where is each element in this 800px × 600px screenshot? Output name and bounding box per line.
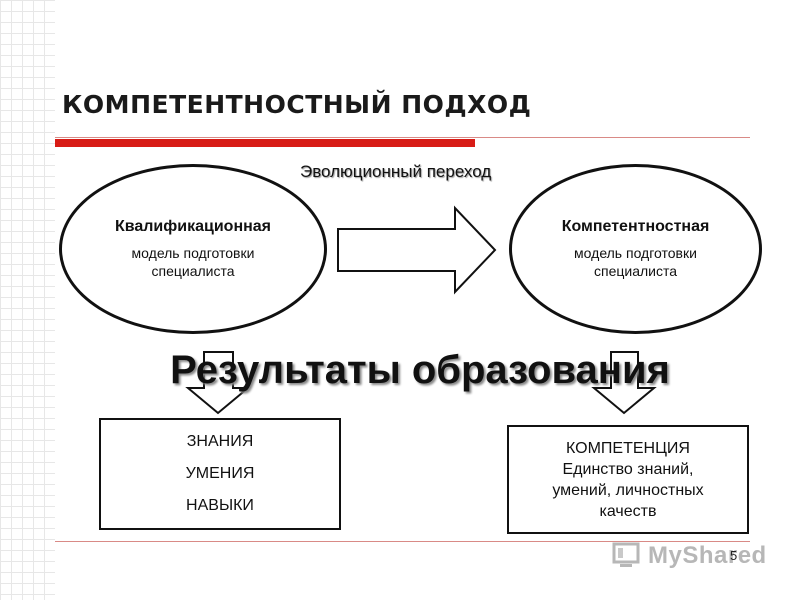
results-heading: Результаты образования xyxy=(170,348,670,392)
logo-text: MyShared xyxy=(648,542,767,569)
left-model-description: модель подготовки специалиста xyxy=(131,245,255,279)
arrow-right-icon xyxy=(337,205,497,295)
title-rule-line xyxy=(55,137,750,138)
left-result-item: ЗНАНИЯ xyxy=(186,433,254,450)
footer-logo[interactable]: MyShared xyxy=(610,540,766,572)
title-accent-bar xyxy=(55,139,475,147)
left-results-box: ЗНАНИЯ УМЕНИЯ НАВЫКИ xyxy=(99,418,341,530)
right-results-box: КОМПЕТЕНЦИЯ Единство знаний, умений, лич… xyxy=(507,425,749,534)
bottom-rule-line xyxy=(55,541,750,542)
left-result-item: УМЕНИЯ xyxy=(185,465,255,482)
arrow-down-icon xyxy=(591,351,657,415)
left-model-ellipse: Квалификационная модель подготовки специ… xyxy=(59,164,327,334)
arrow-down-icon xyxy=(185,351,251,415)
logo-icon xyxy=(612,542,640,567)
right-model-name: Компетентностная xyxy=(561,218,710,235)
right-result-item: КОМПЕТЕНЦИЯ xyxy=(566,439,690,457)
right-result-item: качеств xyxy=(599,502,657,520)
right-result-item: Единство знаний, xyxy=(562,460,694,478)
right-model-description: модель подготовки специалиста xyxy=(574,245,697,279)
left-model-name: Квалификационная xyxy=(114,218,272,235)
slide-title: КОМПЕТЕНТНОСТНЫЙ ПОДХОД xyxy=(62,90,532,119)
transition-label: Эволюционный переход xyxy=(300,162,492,181)
right-model-ellipse: Компетентностная модель подготовки специ… xyxy=(509,164,762,334)
page-number: 5 xyxy=(730,548,738,563)
right-result-item: умений, личностных xyxy=(552,481,704,499)
left-result-item: НАВЫКИ xyxy=(186,497,254,514)
